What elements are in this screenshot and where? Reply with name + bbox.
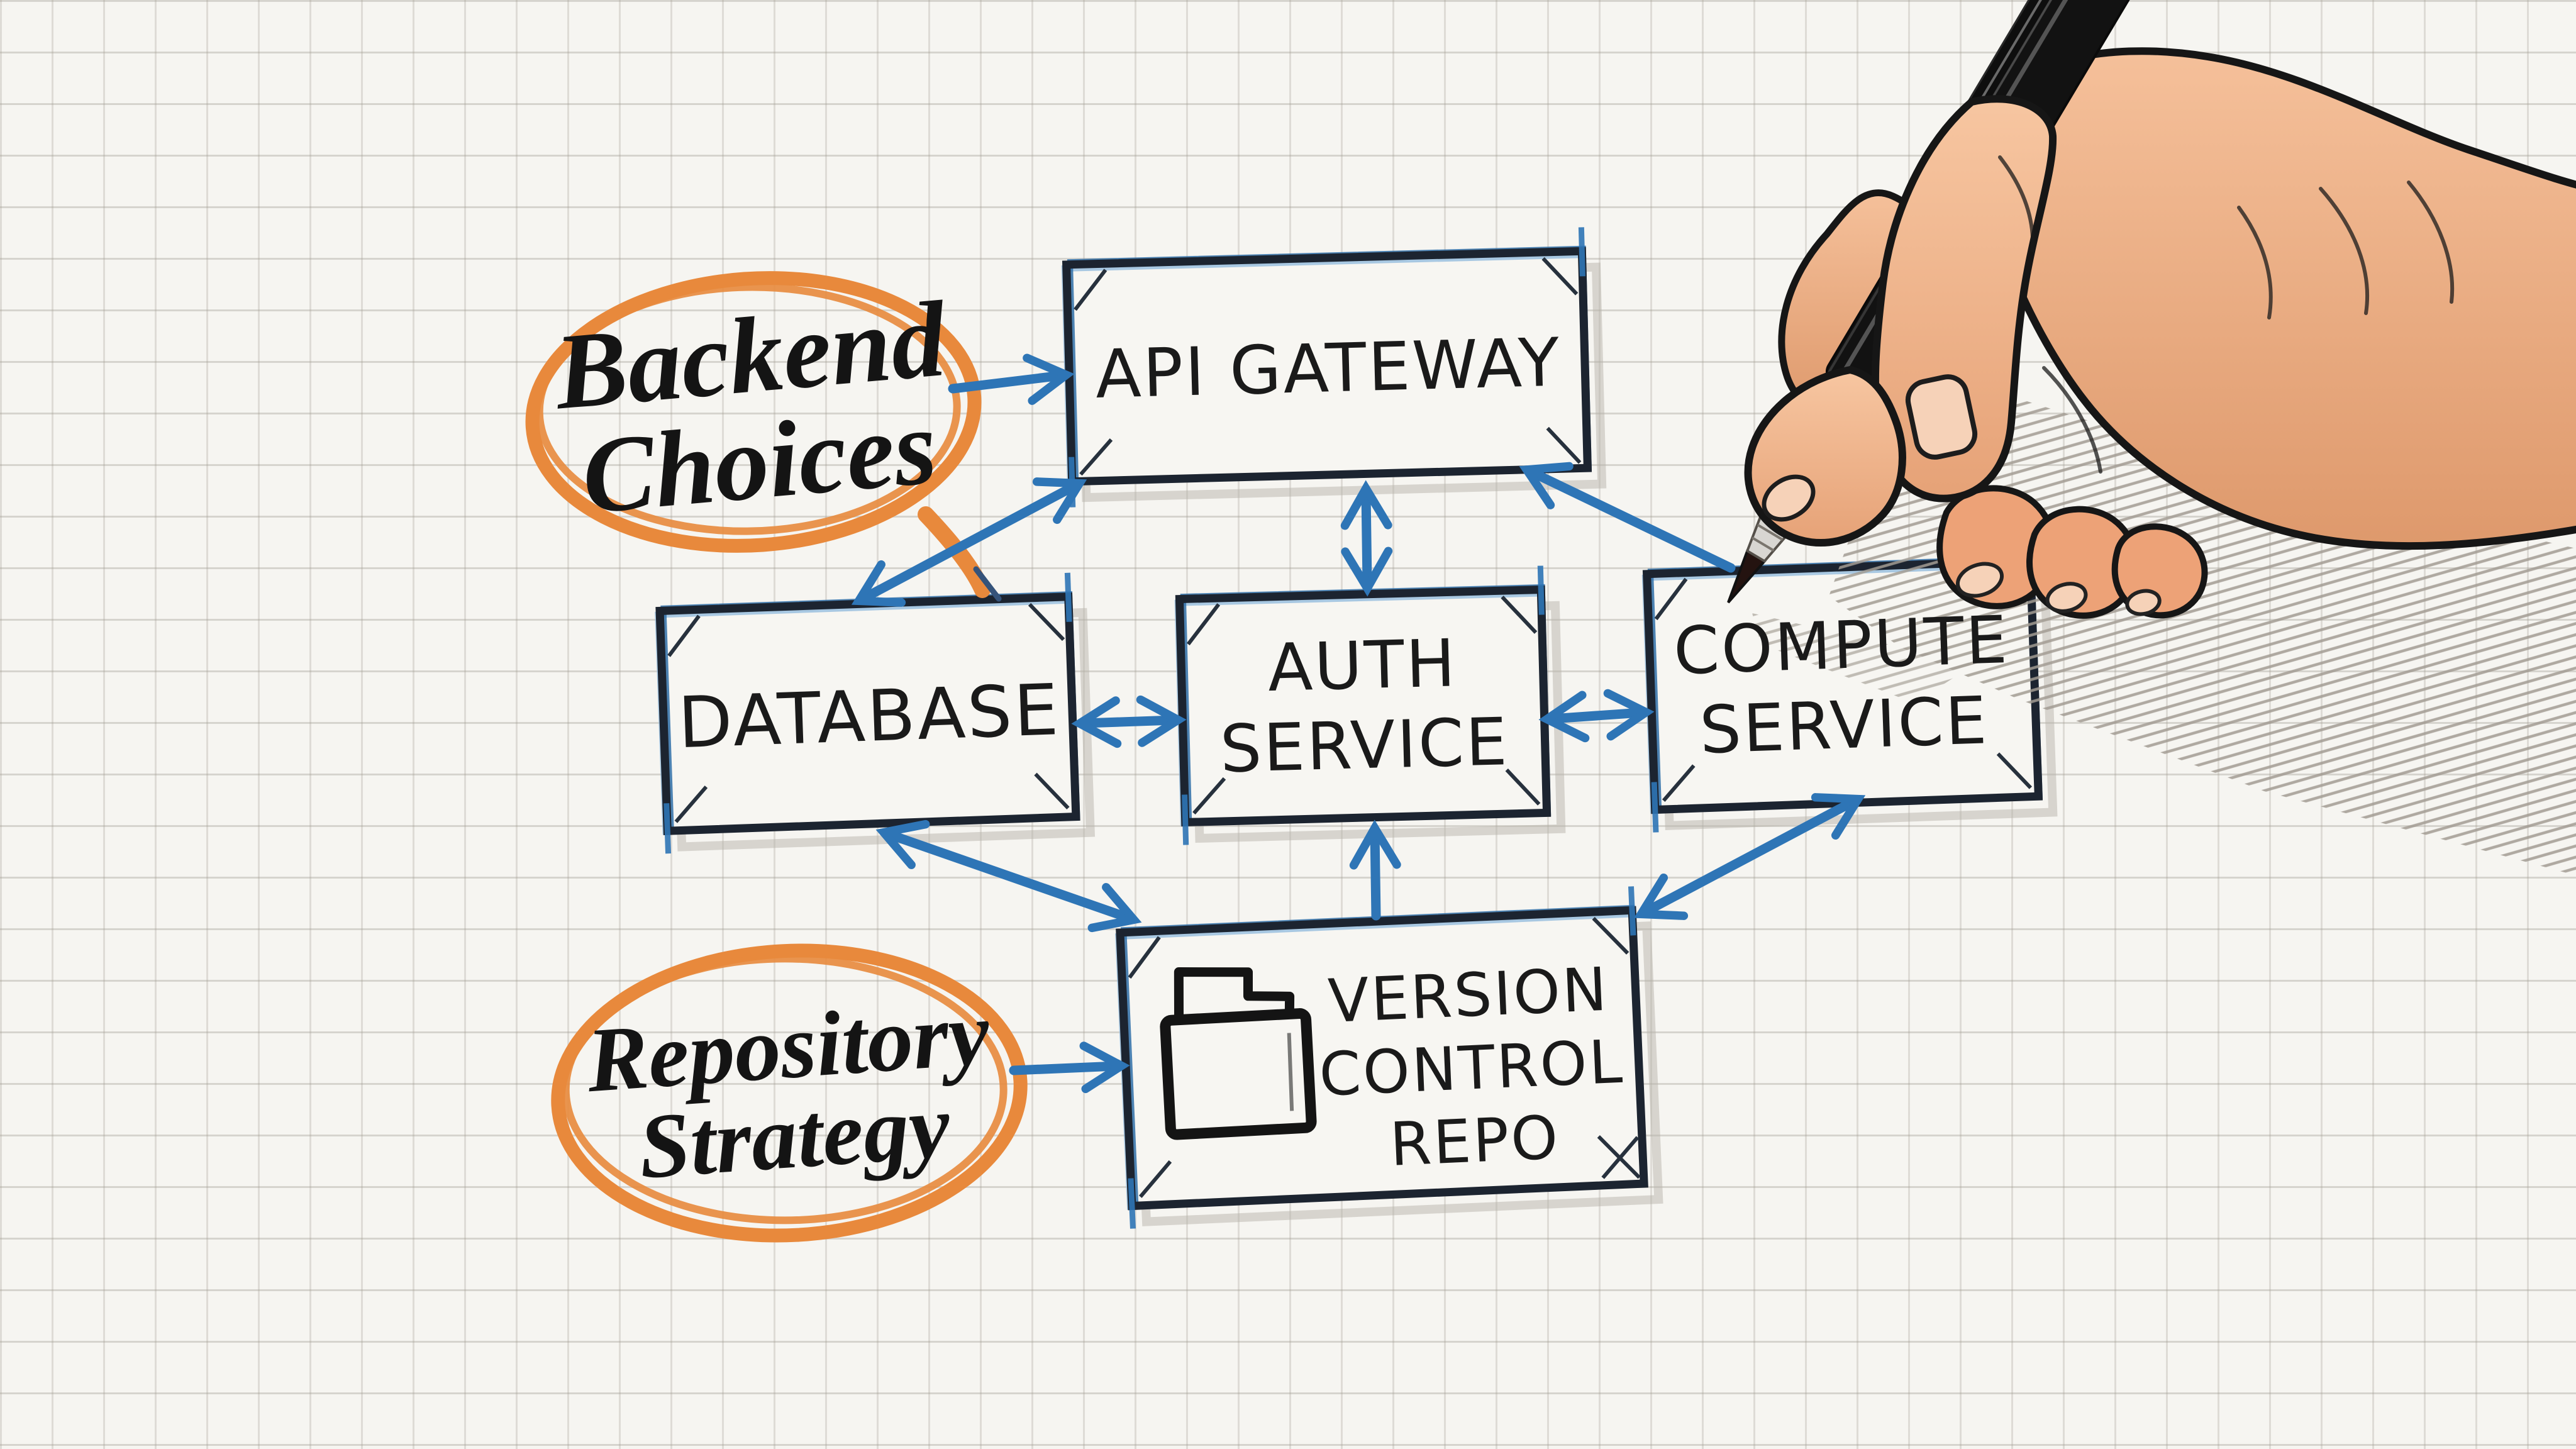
api-gateway-label-text: API GATEWAY (1094, 323, 1562, 414)
version-control-repo-label: VERSION CONTROL REPO (1318, 955, 1626, 1180)
edge-compute-vcr (1633, 793, 1866, 920)
edge-compute-to-api (1519, 462, 1736, 573)
folder-icon (1160, 967, 1317, 1140)
compute-service-label: COMPUTE SERVICE (1672, 601, 2011, 769)
edge-backend-to-api (948, 353, 1075, 405)
edge-database-vcr (875, 819, 1142, 933)
edge-api-auth (1340, 480, 1393, 597)
edge-database-auth (1071, 695, 1187, 748)
hand-with-pen-icon (1727, 0, 2576, 875)
database-label: DATABASE (677, 667, 1062, 767)
edge-repo-to-vcr (1009, 1041, 1130, 1094)
api-gateway-label: API GATEWAY (1094, 322, 1562, 416)
backend-choices-label: Backend Choices (550, 279, 950, 536)
repository-strategy-label: Repository Strategy (583, 981, 993, 1198)
edge-auth-compute (1538, 689, 1655, 743)
edge-database-api (851, 477, 1087, 607)
edge-vcr-to-auth (1349, 819, 1401, 921)
database-label-text: DATABASE (676, 669, 1062, 765)
edges (851, 353, 1866, 1094)
auth-service-label: AUTH SERVICE (1219, 625, 1510, 787)
repository-strategy-bubble (551, 943, 1028, 1243)
